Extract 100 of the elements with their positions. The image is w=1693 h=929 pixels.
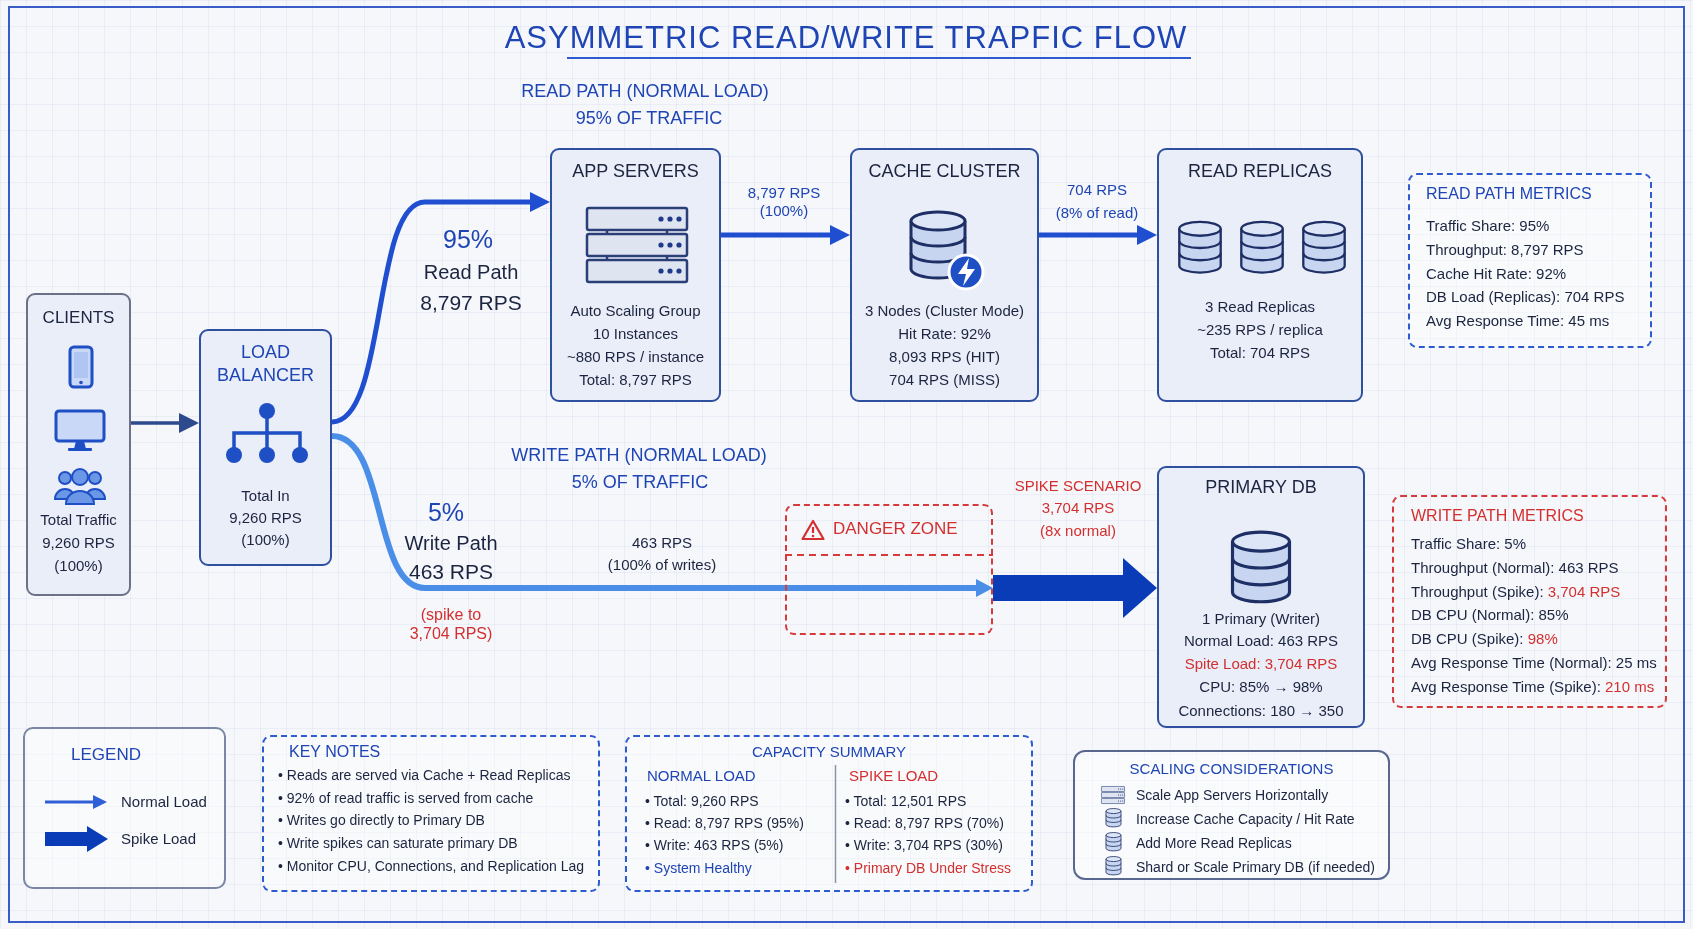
- box-text: Avg Response Time: 45 ms: [1426, 311, 1610, 332]
- bullet-item: • Primary DB Under Stress: [845, 859, 1011, 878]
- component-box: [850, 148, 1039, 402]
- box-text: Total In: [241, 486, 290, 506]
- box-text: DB CPU (Normal): 85%: [1411, 605, 1569, 626]
- box-text: (100%): [241, 530, 290, 550]
- box-text: ~235 RPS / replica: [1197, 320, 1323, 340]
- metrics-panel: [1408, 173, 1652, 348]
- box-text: DB CPU (Spike): 98%: [1411, 629, 1558, 650]
- edge-label: 8,797 RPS (100%): [746, 184, 822, 220]
- bullet-item: • System Healthy: [645, 859, 752, 878]
- box-heading: CLIENTS: [42, 307, 115, 329]
- arrow: [721, 225, 850, 245]
- box-heading: DANGER ZONE: [833, 518, 958, 540]
- component-box: [1157, 466, 1365, 728]
- bullet-item: • Writes go directly to Primary DB: [278, 811, 485, 831]
- component-box: [199, 329, 332, 566]
- arrow: [131, 413, 199, 433]
- path-label: (spike to 3,704 RPS): [408, 604, 494, 644]
- danger-zone-box: [785, 504, 993, 635]
- path-label: (100% of writes): [607, 556, 717, 574]
- bullet-item: • Total: 9,260 RPS: [645, 792, 759, 811]
- box-text: Normal Load: 463 RPS: [1183, 631, 1339, 651]
- box-heading: PRIMARY DB: [1205, 476, 1317, 498]
- box-text: (100%): [54, 556, 103, 576]
- box-text: Traffic Share: 5%: [1411, 534, 1527, 554]
- box-text: ~880 RPS / instance: [566, 347, 705, 367]
- column-heading: NORMAL LOAD: [647, 766, 756, 786]
- path-label: 463 RPS: [408, 559, 494, 585]
- component-box: [550, 148, 721, 402]
- box-text: Add More Read Replicas: [1136, 834, 1292, 853]
- box-text: Total Traffic: [40, 510, 117, 530]
- box-text: Traffic Share: 95%: [1426, 216, 1550, 236]
- bullet-item: • Read: 8,797 RPS (95%): [645, 814, 804, 833]
- bullet-item: • Total: 12,501 RPS: [845, 792, 967, 811]
- box-text: DB Load (Replicas): 704 RPS: [1426, 287, 1625, 308]
- section-heading: 95% OF TRAFFIC: [575, 108, 723, 130]
- box-text: Hit Rate: 92%: [898, 324, 991, 344]
- bullet-item: • Write: 3,704 RPS (30%): [845, 836, 1003, 855]
- path-label: SPIKE SCENARIO: [1014, 477, 1142, 495]
- legend-title: LEGEND: [71, 744, 141, 766]
- arrow: [331, 433, 993, 597]
- component-box: [1157, 148, 1363, 402]
- bullet-item: • Monitor CPU, Connections, and Replication Lag: [278, 856, 585, 876]
- box-text: Throughput: 8,797 RPS: [1426, 239, 1584, 260]
- box-heading: WRITE PATH METRICS: [1411, 506, 1584, 526]
- box-text: Scale App Servers Horizontally: [1136, 786, 1329, 805]
- path-label: Read Path: [423, 260, 519, 284]
- edge-label: 704 RPS: [1065, 181, 1128, 199]
- box-text: Connections: 180 → 350: [1178, 701, 1344, 721]
- box-text: 1 Primary (Writer): [1201, 609, 1321, 629]
- box-text: 9,260 RPS: [229, 508, 302, 528]
- box-text: 8,093 RPS (HIT): [889, 347, 1000, 367]
- box-text: 9,260 RPS: [42, 533, 115, 553]
- box-text: Avg Response Time (Spike): 210 ms: [1411, 676, 1655, 697]
- notes-panel: [262, 735, 600, 892]
- box-text: Total: 8,797 RPS: [579, 370, 692, 390]
- arrow: [1039, 225, 1157, 245]
- box-text: 704 RPS (MISS): [889, 370, 1000, 390]
- component-box: [26, 293, 131, 596]
- box-heading: CACHE CLUSTER: [868, 160, 1021, 182]
- section-heading: READ PATH (NORMAL LOAD): [521, 81, 769, 103]
- box-heading: READ REPLICAS: [1188, 160, 1332, 182]
- path-label: Write Path: [404, 531, 498, 555]
- edge-label: 463 RPS: [630, 534, 693, 552]
- edge-label: 3,704 RPS: [1040, 499, 1116, 517]
- summary-panel: [625, 735, 1033, 892]
- box-text: Cache Hit Rate: 92%: [1426, 263, 1567, 284]
- box-text: Auto Scaling Group: [570, 301, 701, 321]
- path-label: (8x normal): [1040, 522, 1116, 540]
- box-text: Avg Response Time (Normal): 25 ms: [1411, 653, 1657, 673]
- bullet-item: • Write spikes can saturate primary DB: [278, 834, 518, 854]
- box-heading: KEY NOTES: [289, 742, 381, 762]
- box-heading: APP SERVERS: [572, 160, 699, 182]
- box-heading: READ PATH METRICS: [1426, 184, 1592, 204]
- column-heading: SPIKE LOAD: [849, 766, 939, 786]
- thick-arrow: [993, 558, 1157, 618]
- box-heading: LOAD BALANCER: [216, 341, 315, 387]
- section-heading: 5% OF TRAFFIC: [571, 472, 709, 494]
- box-text: Spite Load: 3,704 RPS: [1184, 654, 1338, 674]
- box-heading: SCALING CONSIDERATIONS: [1129, 759, 1334, 779]
- bullet-item: • Reads are served via Cache + Read Replicas: [278, 766, 571, 785]
- bullet-item: • Write: 463 RPS (5%): [645, 836, 784, 855]
- box-text: 3 Nodes (Cluster Mode): [864, 301, 1025, 321]
- path-label: (8% of read): [1055, 204, 1139, 222]
- section-heading: WRITE PATH (NORMAL LOAD): [511, 445, 767, 467]
- legend-text: Spike Load: [121, 829, 197, 849]
- box-text: CPU: 85% → 98%: [1199, 677, 1323, 697]
- box-text: Total: 704 RPS: [1209, 343, 1311, 363]
- box-text: Throughput (Normal): 463 RPS: [1411, 557, 1619, 578]
- percentage-text: 5%: [427, 497, 465, 527]
- metrics-panel: [1392, 495, 1667, 708]
- path-label: 8,797 RPS: [420, 290, 522, 316]
- bullet-item: • Read: 8,797 RPS (70%): [845, 814, 1004, 833]
- box-text: Shard or Scale Primary DB (if needed): [1136, 858, 1375, 877]
- arrow: [331, 192, 550, 425]
- box-text: 10 Instances: [592, 324, 679, 344]
- legend-text: Normal Load: [121, 792, 207, 812]
- bullet-item: • 92% of read traffic is served from cache: [278, 788, 534, 808]
- percentage-text: 95%: [443, 224, 493, 254]
